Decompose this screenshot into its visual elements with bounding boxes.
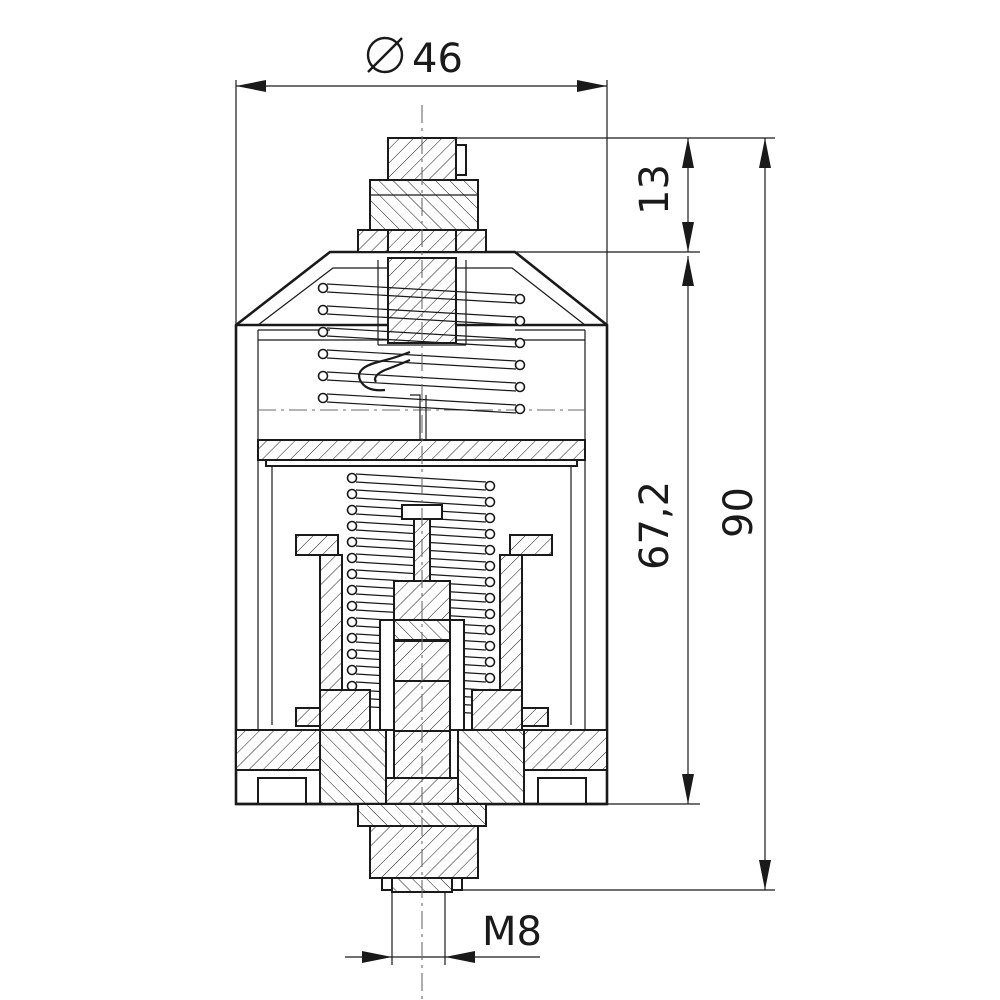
spring-coil-section xyxy=(317,370,329,382)
spring-coil-wire xyxy=(355,473,487,483)
spring-coil-section xyxy=(484,544,496,556)
spring-coil-wire xyxy=(326,305,517,318)
spring-coil-section xyxy=(484,480,496,492)
spring-coil-section xyxy=(484,528,496,540)
spring-coil-section xyxy=(484,496,496,508)
top-length-dimension: 13 xyxy=(440,137,775,253)
spring-coil-section xyxy=(484,640,496,652)
total-length-value: 90 xyxy=(716,487,762,538)
spring-coil-section xyxy=(514,315,526,327)
spring-coil-section xyxy=(484,624,496,636)
spring-coil-section xyxy=(514,403,526,415)
spring-coil-section xyxy=(484,672,496,684)
diameter-symbol-icon xyxy=(366,36,404,74)
spring-coil-section xyxy=(346,600,358,612)
spring-coil-section xyxy=(346,584,358,596)
spring-coil-section xyxy=(514,381,526,393)
spring-coil-section xyxy=(346,472,358,484)
spring-coil-wire xyxy=(355,481,487,491)
spring-coil-wire xyxy=(326,313,517,326)
spring-coil-section xyxy=(317,282,329,294)
total-length-dimension: 90 xyxy=(445,138,775,891)
spring-coil-section xyxy=(346,504,358,516)
spring-coil-section xyxy=(484,608,496,620)
diameter-dimension: 46 xyxy=(235,36,608,325)
spring-coil-section xyxy=(346,552,358,564)
body-length-value: 67,2 xyxy=(632,481,678,570)
spring-coil-section xyxy=(346,520,358,532)
spring-coil-section xyxy=(514,337,526,349)
spring-coil-section xyxy=(514,293,526,305)
spring-coil-section xyxy=(514,359,526,371)
bottom-stud xyxy=(357,803,487,893)
spring-coil-section xyxy=(484,576,496,588)
spring-coil-section xyxy=(317,326,329,338)
upper-coil-spring xyxy=(317,282,526,415)
top-length-value: 13 xyxy=(632,164,678,215)
spring-coil-section xyxy=(346,632,358,644)
spring-coil-section xyxy=(317,392,329,404)
diameter-value: 46 xyxy=(412,36,463,82)
spring-coil-wire xyxy=(355,489,487,499)
spring-coil-section xyxy=(346,568,358,580)
spring-coil-section xyxy=(484,512,496,524)
spring-coil-wire xyxy=(326,335,517,348)
spring-coil-section xyxy=(346,536,358,548)
thread-value: M8 xyxy=(482,909,542,955)
spring-coil-section xyxy=(317,348,329,360)
spring-coil-wire xyxy=(326,283,517,296)
spring-coil-section xyxy=(346,616,358,628)
body-length-dimension: 67,2 xyxy=(607,256,700,805)
spring-coil-section xyxy=(346,488,358,500)
spring-coil-section xyxy=(484,656,496,668)
spring-coil-section xyxy=(484,592,496,604)
spring-coil-section xyxy=(346,648,358,660)
spring-coil-section xyxy=(346,664,358,676)
hook-connector xyxy=(358,350,427,440)
spring-coil-wire xyxy=(355,497,487,507)
thread-dimension: M8 xyxy=(345,890,542,965)
bottom-base xyxy=(235,729,608,806)
spring-coil-section xyxy=(484,560,496,572)
spring-coil-section xyxy=(317,304,329,316)
